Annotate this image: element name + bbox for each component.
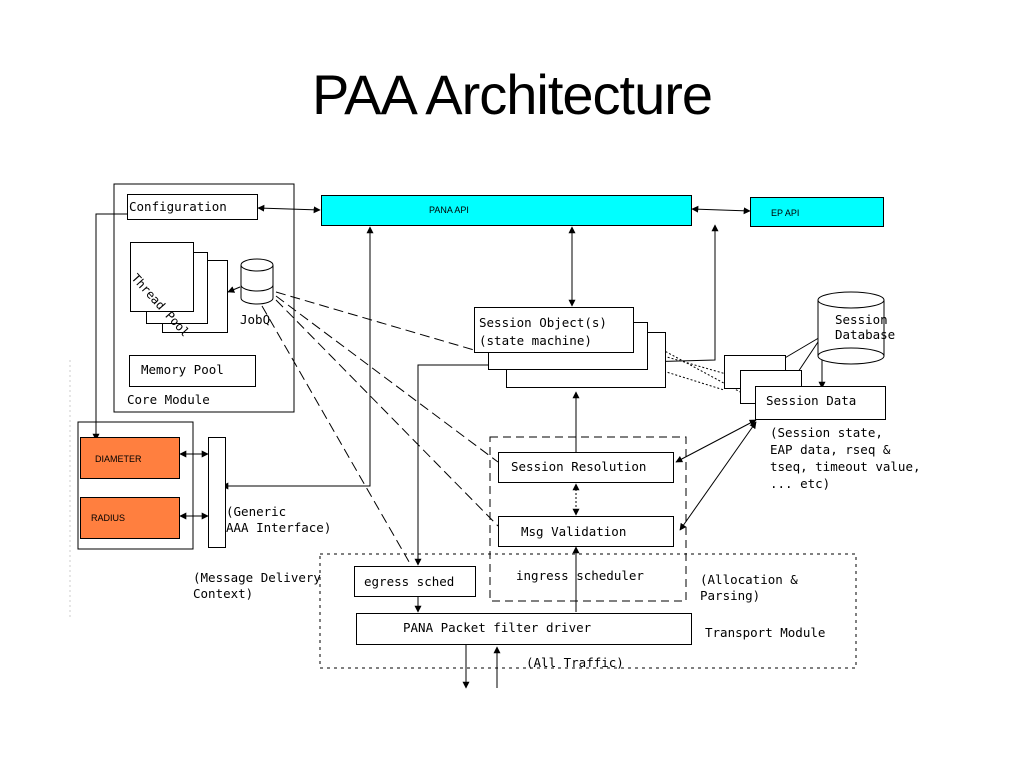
all-traffic-label: (All Traffic) [526, 655, 624, 670]
ingress-scheduler-label: ingress scheduler [516, 568, 644, 583]
aaa-box [77, 421, 194, 550]
packet-filter-driver-box: PANA Packet filter driver [356, 613, 692, 645]
transport-module-label: Transport Module [705, 625, 826, 640]
generic-aaa-label: (Generic AAA Interface) [226, 504, 332, 535]
session-data-box: Session Data [755, 386, 886, 420]
generic-aaa-bar [208, 437, 226, 548]
jobq-label: JobQ [240, 312, 271, 327]
allocation-parsing-label: (Allocation & Parsing) [700, 572, 798, 603]
transport-module-region [319, 553, 857, 669]
jobq-cylinder [240, 258, 274, 305]
ep-api-box: EP API [750, 197, 884, 227]
msg-validation-label: Msg Validation [521, 524, 627, 539]
ep-api-label: EP API [771, 208, 800, 218]
diameter-label: DIAMETER [95, 454, 142, 464]
session-data-label: Session Data [766, 393, 857, 408]
core-module-label: Core Module [127, 392, 210, 407]
session-state-machine-label: (state machine) [479, 333, 592, 348]
thread-pool-box: Thread Pool [129, 242, 194, 339]
packet-filter-driver-label: PANA Packet filter driver [403, 620, 592, 635]
pana-api-label: PANA API [429, 205, 469, 215]
session-object-label: Session Object(s) [479, 315, 607, 330]
radius-label: RADIUS [91, 513, 126, 523]
session-database-label-2: Database [835, 327, 896, 342]
session-object-box: Session Object(s) (state machine) [474, 307, 634, 353]
session-resolution-box: Session Resolution [498, 452, 674, 483]
session-database-cylinder [817, 291, 885, 365]
radius-box: RADIUS [80, 497, 180, 539]
egress-sched-label: egress sched [364, 574, 455, 589]
session-database-label-1: Session [835, 312, 888, 327]
configuration-label: Configuration [129, 199, 227, 214]
egress-sched-box: egress sched [354, 566, 476, 597]
slide-title: PAA Architecture [311, 63, 713, 126]
session-resolution-label: Session Resolution [511, 459, 647, 474]
memory-pool-box: Memory Pool [129, 355, 256, 387]
configuration-box: Configuration [127, 194, 258, 220]
msg-validation-box: Msg Validation [498, 516, 674, 547]
session-data-description: (Session state, EAP data, rseq & tseq, t… [770, 425, 921, 491]
diameter-box: DIAMETER [80, 437, 180, 479]
memory-pool-label: Memory Pool [141, 362, 224, 377]
message-delivery-label: (Message Delivery Context) [193, 570, 321, 601]
pana-api-box: PANA API [321, 195, 692, 226]
